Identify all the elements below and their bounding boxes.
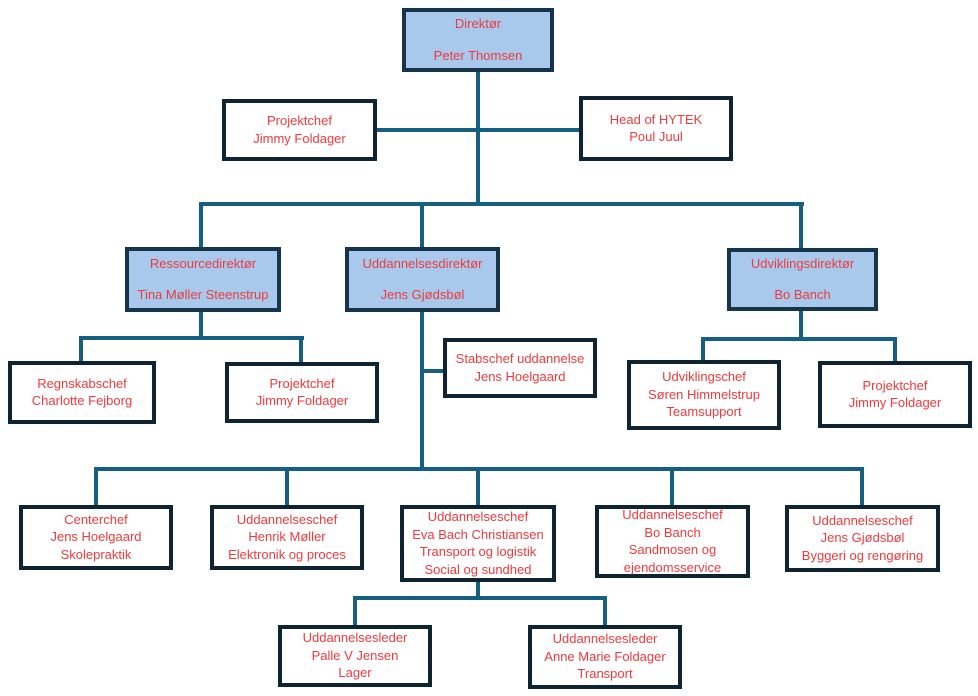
node-person: Poul Juul <box>629 129 683 144</box>
node-role: Centerchef <box>64 511 128 527</box>
connector-ressource-drop <box>199 202 203 247</box>
node-person: Jimmy Foldager <box>253 130 346 146</box>
org-node-projektchef-udvikling[interactable]: Projektchef Jimmy Foldager <box>818 361 972 428</box>
node-person: Anne Marie Foldager <box>544 648 666 664</box>
org-node-centerchef[interactable]: Centerchef Jens Hoelgaard Skolepraktik <box>19 505 173 570</box>
node-role: Stabschef uddannelse <box>455 351 585 366</box>
node-unit: Skolepraktik <box>60 546 132 562</box>
node-role: Uddannelseschef <box>812 512 913 528</box>
connector-level6-spine <box>353 596 607 600</box>
connector-level2-horizontal <box>377 128 579 132</box>
node-role: Projektchef <box>269 375 335 391</box>
connector-udvikling-spine <box>701 337 897 341</box>
connector-projektchef2-drop <box>299 336 303 362</box>
connector-ressource-spine <box>79 336 304 340</box>
connector-projektchef3-drop <box>893 337 897 361</box>
node-role: Uddannelsesleder <box>552 631 658 647</box>
node-unit-2: ejendomsservice <box>623 559 722 575</box>
connector-sandmosen-drop <box>670 467 674 505</box>
node-unit: Transport og logistik <box>419 544 537 559</box>
org-node-direktor[interactable]: Direktør Peter Thomsen <box>402 8 554 72</box>
node-role: Uddannelseschef <box>622 507 723 522</box>
node-person: Henrik Møller <box>248 529 326 545</box>
connector-udviklingschef-drop <box>701 337 705 360</box>
node-person: Eva Bach Christiansen <box>412 526 544 542</box>
connector-transport-drop <box>476 467 480 505</box>
connector-ressource-down <box>199 312 203 340</box>
connector-lager-drop <box>353 596 357 625</box>
connector-uddannelse-down-long <box>420 312 424 471</box>
org-node-head-of-hytek[interactable]: Head of HYTEK Poul Juul <box>579 96 733 161</box>
node-role: Udviklingsdirektør <box>750 255 855 271</box>
node-unit: Elektronik og proces <box>228 546 346 562</box>
connector-byggeri-drop <box>860 467 864 505</box>
org-node-uddannelseschef-elektronik[interactable]: Uddannelseschef Henrik Møller Elektronik… <box>210 505 364 570</box>
connector-udvikling-drop <box>799 202 803 248</box>
org-node-udviklingschef[interactable]: Udviklingschef Søren Himmelstrup Teamsup… <box>627 360 781 430</box>
node-person: Jimmy Foldager <box>848 395 942 410</box>
connector-elektronik-drop <box>285 467 289 505</box>
node-role: Uddannelseschef <box>427 509 529 524</box>
node-role: Direktør <box>454 16 502 31</box>
connector-centerchef-drop <box>94 467 98 505</box>
node-role: Projektchef <box>266 113 333 128</box>
connector-leder-transport-drop <box>603 596 607 625</box>
node-role: Uddannelseschef <box>236 511 338 527</box>
node-role: Uddannelsesleder <box>302 630 408 646</box>
org-node-uddannelseschef-byggeri[interactable]: Uddannelseschef Jens Gjødsbøl Byggeri og… <box>785 505 940 572</box>
org-node-uddannelseschef-transport[interactable]: Uddannelseschef Eva Bach Christiansen Tr… <box>400 505 556 582</box>
node-unit: Lager <box>338 665 372 681</box>
org-node-uddannelsesleder-transport[interactable]: Uddannelsesleder Anne Marie Foldager Tra… <box>528 625 682 689</box>
node-person: Jens Hoelgaard <box>474 368 566 384</box>
node-unit-2: Social og sundhed <box>424 561 532 577</box>
org-node-uddannelseschef-sandmosen[interactable]: Uddannelseschef Bo Banch Sandmosen og ej… <box>595 505 750 578</box>
node-role: Head of HYTEK <box>609 111 703 127</box>
connector-transportchef-down <box>476 582 480 600</box>
node-person: Charlotte Fejborg <box>31 393 133 408</box>
connector-udvikling-down <box>799 311 803 341</box>
node-role: Ressourcedirektør <box>149 255 257 271</box>
org-node-projektchef-stab[interactable]: Projektchef Jimmy Foldager <box>222 99 377 161</box>
node-unit: Transport <box>577 666 633 682</box>
node-role: Uddannelsesdirektør <box>362 255 483 271</box>
node-role: Projektchef <box>862 377 928 393</box>
node-person: Bo Banch <box>644 524 701 540</box>
node-unit: Byggeri og rengøring <box>801 547 924 563</box>
node-person: Tina Møller Steenstrup <box>137 287 269 302</box>
connector-direktor-down <box>476 72 480 206</box>
node-person: Palle V Jensen <box>311 647 399 663</box>
node-role: Regnskabschef <box>37 375 127 391</box>
node-person: Jens Gjødsbøl <box>380 287 465 302</box>
org-node-udviklingsdirektor[interactable]: Udviklingsdirektør Bo Banch <box>727 248 878 311</box>
node-person: Søren Himmelstrup <box>648 386 760 402</box>
org-node-uddannelsesleder-lager[interactable]: Uddannelsesleder Palle V Jensen Lager <box>278 625 432 687</box>
connector-stabschef-stub <box>420 369 443 373</box>
connector-level3-spine <box>199 202 804 206</box>
node-unit: Sandmosen og <box>628 542 717 557</box>
node-person: Jens Hoelgaard <box>50 529 142 545</box>
org-node-regnskabschef[interactable]: Regnskabschef Charlotte Fejborg <box>8 361 156 424</box>
connector-regnskab-drop <box>79 336 83 361</box>
node-person: Jimmy Foldager <box>255 393 349 408</box>
node-unit: Teamsupport <box>666 404 742 420</box>
org-node-ressourcedirektor[interactable]: Ressourcedirektør Tina Møller Steenstrup <box>125 247 281 312</box>
node-person: Jens Gjødsbøl <box>820 530 905 546</box>
org-node-stabschef-uddannelse[interactable]: Stabschef uddannelse Jens Hoelgaard <box>443 338 597 398</box>
node-person: Bo Banch <box>774 287 831 302</box>
node-person: Peter Thomsen <box>433 47 523 63</box>
org-node-uddannelsesdirektor[interactable]: Uddannelsesdirektør Jens Gjødsbøl <box>345 247 500 312</box>
node-role: Udviklingschef <box>662 369 746 385</box>
connector-uddannelse-drop <box>420 202 424 247</box>
org-node-projektchef-ressource[interactable]: Projektchef Jimmy Foldager <box>225 362 379 423</box>
